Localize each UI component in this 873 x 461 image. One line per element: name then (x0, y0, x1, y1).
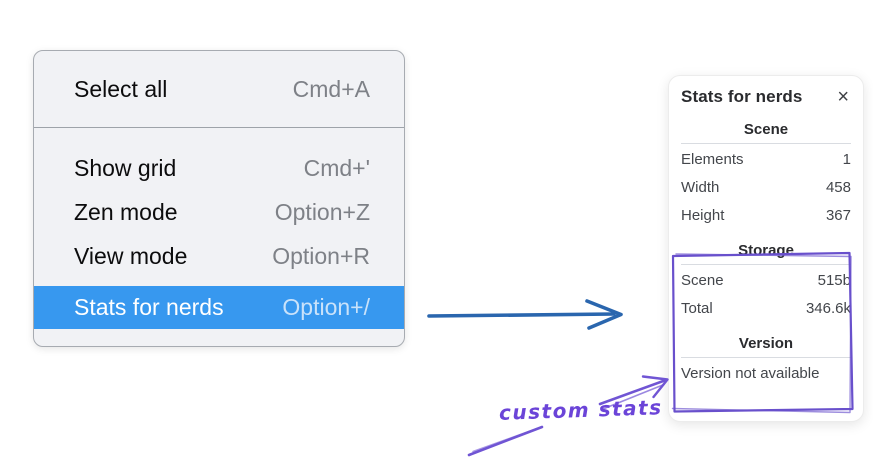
menu-item-zen-mode[interactable]: Zen mode Option+Z (34, 190, 404, 234)
version-note: Version not available (681, 364, 820, 382)
divider (681, 264, 851, 265)
section-header-version: Version (738, 335, 794, 352)
close-icon[interactable]: × (837, 86, 849, 108)
context-menu: Select all Cmd+A Show grid Cmd+' Zen mod… (33, 50, 405, 347)
stat-row-width: Width 458 (681, 173, 851, 201)
menu-item-view-mode[interactable]: View mode Option+R (34, 234, 404, 278)
context-menu-section-top: Select all Cmd+A (34, 51, 404, 128)
menu-item-shortcut: Option+R (272, 242, 370, 269)
stat-label: Height (681, 206, 725, 224)
divider (681, 357, 851, 358)
menu-item-shortcut: Option+Z (274, 198, 370, 225)
menu-item-stats-for-nerds[interactable]: Stats for nerds Option+/ (34, 286, 404, 329)
stat-row-storage-total: Total 346.6k (681, 294, 851, 322)
menu-item-shortcut: Cmd+' (303, 154, 370, 181)
section-header-scene: Scene (743, 121, 789, 138)
section-header-storage: Storage (738, 242, 794, 259)
menu-item-label: Stats for nerds (74, 294, 224, 320)
stat-value: 1 (842, 150, 851, 168)
menu-item-show-grid[interactable]: Show grid Cmd+' (34, 146, 404, 190)
menu-item-label: Show grid (74, 154, 177, 181)
custom-stats-label: custom stats (498, 395, 663, 425)
stats-panel: Stats for nerds × Scene Elements 1 Width… (668, 75, 864, 422)
stat-value: 458 (825, 178, 851, 196)
stat-label: Total (681, 299, 713, 317)
stat-value: 346.6k (805, 299, 851, 317)
blue-arrow-icon (427, 299, 623, 330)
stat-value: 367 (825, 206, 851, 224)
divider (681, 143, 851, 144)
menu-item-label: Select all (74, 75, 168, 102)
stat-row-height: Height 367 (681, 201, 851, 229)
stat-label: Scene (681, 271, 724, 289)
stats-panel-title: Stats for nerds (681, 87, 803, 106)
stat-row-storage-scene: Scene 515b (681, 266, 851, 294)
menu-item-label: View mode (74, 242, 188, 269)
menu-item-shortcut: Option+/ (282, 294, 370, 320)
menu-item-select-all[interactable]: Select all Cmd+A (34, 67, 404, 111)
stat-row-elements: Elements 1 (681, 145, 851, 173)
menu-item-shortcut: Cmd+A (292, 75, 370, 102)
stat-label: Elements (681, 150, 744, 168)
context-menu-section-bottom: Show grid Cmd+' Zen mode Option+Z View m… (34, 128, 404, 346)
stat-value: 515b (817, 271, 851, 289)
stats-panel-header: Stats for nerds × (681, 87, 851, 107)
stat-label: Width (681, 178, 720, 196)
menu-item-label: Zen mode (74, 198, 178, 225)
